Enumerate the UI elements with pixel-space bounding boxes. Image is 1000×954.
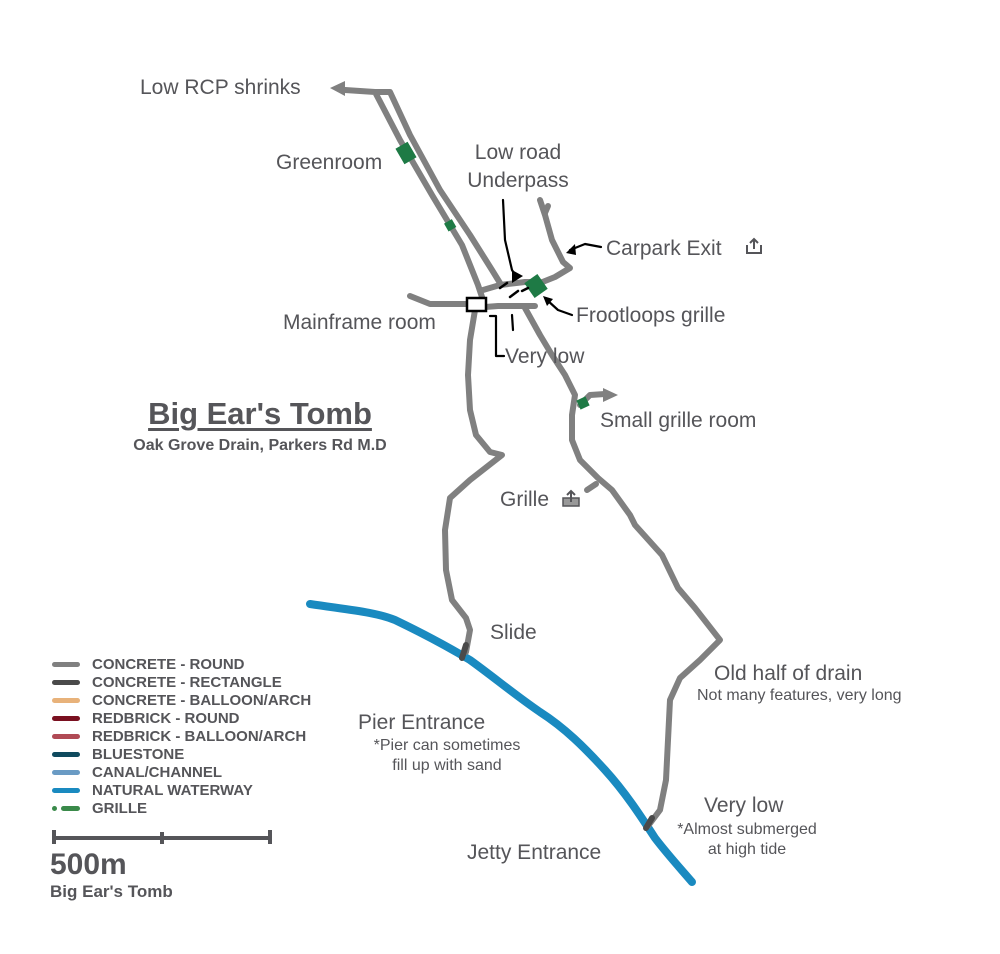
label-pier-note: *Pier can sometimes fill up with sand	[352, 738, 542, 774]
label-submerged-note-line1: *Almost submerged	[677, 821, 817, 838]
legend-swatch	[52, 697, 80, 703]
pointer-low-road	[501, 198, 519, 280]
pointer-frootloops	[545, 298, 574, 317]
label-low-road-line1: Low road	[474, 141, 562, 164]
scale-label: 500m	[50, 848, 127, 881]
mainframe-room-box	[465, 296, 488, 313]
label-submerged-note: *Almost submerged at high tide	[672, 822, 822, 858]
grille-small-room	[576, 396, 590, 410]
pointer-head-frootloops	[543, 296, 553, 306]
drain-east-branch	[522, 305, 723, 829]
label-grille: Grille	[500, 488, 550, 511]
legend: CONCRETE - ROUND CONCRETE - RECTANGLE CO…	[52, 655, 311, 817]
legend-swatch	[52, 805, 80, 811]
label-frootloops: Frootloops grille	[576, 304, 726, 327]
label-small-grille-room: Small grille room	[600, 409, 757, 432]
label-submerged-note-line2: at high tide	[707, 841, 787, 858]
label-pier-note-line2: fill up with sand	[392, 757, 502, 774]
label-pier-entrance: Pier Entrance	[358, 711, 486, 734]
natural-waterway	[306, 600, 696, 886]
pointer-head-carpark	[566, 244, 576, 255]
legend-label: CANAL/CHANNEL	[92, 763, 222, 781]
drain-grille-stub	[584, 481, 599, 493]
arrowhead-small-grille	[603, 388, 618, 402]
legend-item: BLUESTONE	[52, 745, 311, 763]
legend-swatch	[52, 733, 80, 739]
drain-main-trunk	[442, 307, 505, 655]
legend-label: CONCRETE - BALLOON/ARCH	[92, 691, 312, 709]
pointer-head-low-road	[512, 270, 523, 283]
legend-item: CANAL/CHANNEL	[52, 763, 311, 781]
legend-label: REDBRICK - ROUND	[92, 709, 240, 727]
underpass-mark-1	[498, 281, 509, 290]
legend-item: NATURAL WATERWAY	[52, 781, 311, 799]
arrowhead-low-rcp	[330, 81, 345, 96]
legend-label: NATURAL WATERWAY	[92, 781, 253, 799]
legend-label: GRILLE	[92, 799, 147, 817]
pointer-very-low	[488, 314, 506, 358]
map-title: Big Ear's Tomb	[148, 396, 372, 431]
legend-item: CONCRETE - BALLOON/ARCH	[52, 691, 311, 709]
map-subtitle: Oak Grove Drain, Parkers Rd M.D	[133, 437, 387, 454]
exit-arrow-icon	[746, 237, 762, 254]
label-mainframe: Mainframe room	[283, 311, 436, 334]
drain-low-rcp-west	[342, 87, 486, 303]
grille-small-1	[444, 219, 457, 232]
underpass-mark-2	[508, 289, 520, 299]
legend-item: GRILLE	[52, 799, 311, 817]
legend-item: CONCRETE - RECTANGLE	[52, 673, 311, 691]
legend-swatch	[52, 787, 80, 793]
drain-carpark-stub	[542, 203, 551, 216]
label-jetty-entrance: Jetty Entrance	[467, 841, 602, 864]
manhole-exit-icon	[562, 489, 580, 507]
legend-swatch	[52, 769, 80, 775]
label-pier-note-line1: *Pier can sometimes	[373, 737, 521, 754]
legend-item: REDBRICK - ROUND	[52, 709, 311, 727]
label-slide: Slide	[490, 621, 537, 644]
legend-label: CONCRETE - ROUND	[92, 655, 245, 673]
legend-label: CONCRETE - RECTANGLE	[92, 673, 282, 691]
legend-label: REDBRICK - BALLOON/ARCH	[92, 727, 307, 745]
drain-low-rcp-east	[372, 89, 503, 286]
rectangle-slide	[459, 642, 469, 661]
label-old-half: Old half of drain	[714, 662, 863, 685]
legend-swatch	[52, 715, 80, 721]
legend-swatch	[52, 679, 80, 685]
legend-label: BLUESTONE	[92, 745, 185, 763]
legend-swatch	[52, 661, 80, 667]
underpass-mark-3	[520, 286, 530, 293]
legend-item: CONCRETE - ROUND	[52, 655, 311, 673]
label-greenroom: Greenroom	[276, 151, 383, 174]
label-carpark-exit: Carpark Exit	[606, 237, 722, 260]
scale-caption: Big Ear's Tomb	[50, 882, 173, 901]
label-low-road: Low road Underpass	[455, 142, 581, 191]
label-low-road-line2: Underpass	[467, 169, 569, 192]
legend-item: REDBRICK - BALLOON/ARCH	[52, 727, 311, 745]
legend-swatch	[52, 751, 80, 757]
grille-frootloops	[524, 274, 548, 298]
label-very-low-top: Very low	[505, 345, 585, 368]
label-old-half-note: Not many features, very long	[697, 687, 902, 704]
label-low-rcp: Low RCP shrinks	[140, 76, 301, 99]
label-very-low-bottom: Very low	[704, 794, 784, 817]
pointer-very-low-2	[510, 313, 515, 332]
grille-greenroom	[395, 141, 417, 165]
rectangle-jetty	[643, 815, 655, 831]
